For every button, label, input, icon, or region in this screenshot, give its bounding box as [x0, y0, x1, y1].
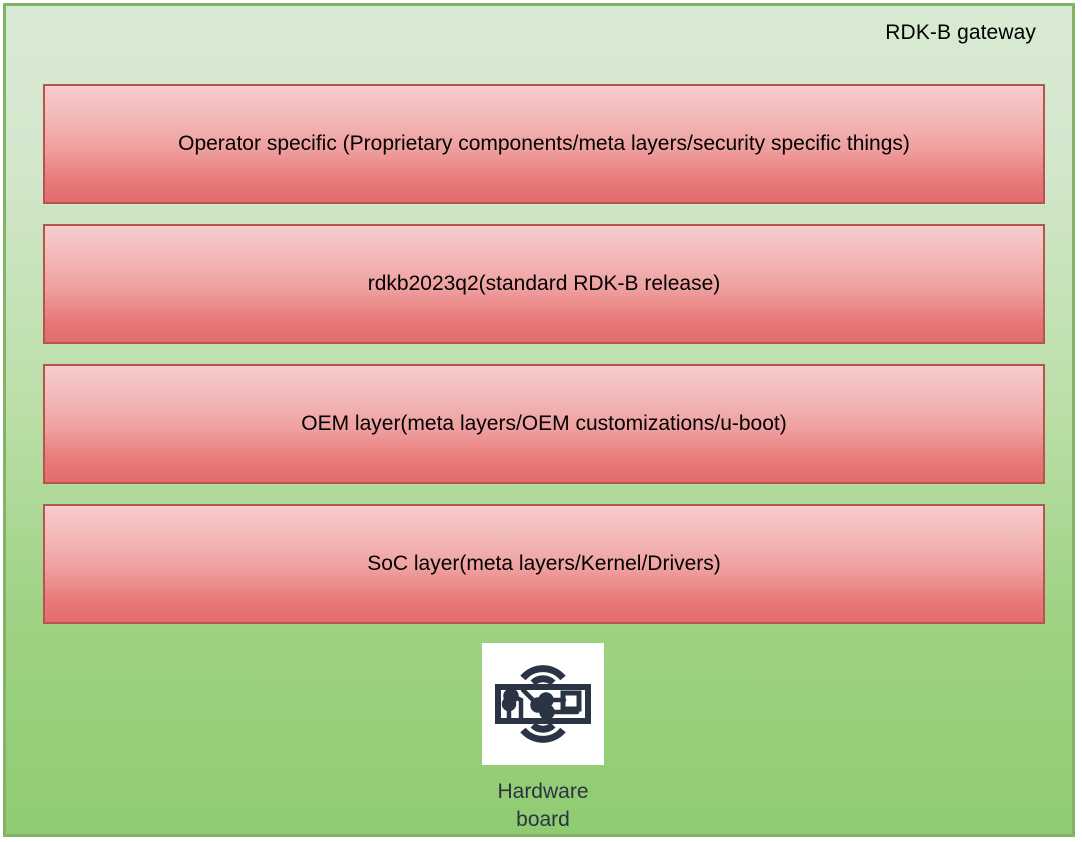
hardware-board-caption-line-1: Hardware [497, 780, 589, 803]
layer-operator-specific-label: Operator specific (Proprietary component… [178, 131, 910, 155]
layer-rdkb-release-label: rdkb2023q2(standard RDK-B release) [367, 271, 721, 295]
gateway-title: RDK-B gateway [885, 21, 1036, 44]
hardware-board-caption: Hardware board [423, 778, 663, 834]
layer-soc: SoC layer(meta layers/Kernel/Drivers) [43, 504, 1045, 624]
layer-oem: OEM layer(meta layers/OEM customizations… [43, 364, 1045, 484]
layer-operator-specific: Operator specific (Proprietary component… [43, 84, 1045, 204]
rdkb-gateway-container: RDK-B gateway Operator specific (Proprie… [3, 3, 1075, 837]
hardware-board-icon-tile [482, 643, 604, 765]
circuit-board-gateway-icon [495, 665, 591, 743]
layer-oem-label: OEM layer(meta layers/OEM customizations… [301, 411, 787, 435]
hardware-board-caption-line-2: board [516, 808, 570, 831]
layer-rdkb-release: rdkb2023q2(standard RDK-B release) [43, 224, 1045, 344]
layer-soc-label: SoC layer(meta layers/Kernel/Drivers) [367, 551, 721, 575]
circuit-square-pad [560, 690, 582, 712]
